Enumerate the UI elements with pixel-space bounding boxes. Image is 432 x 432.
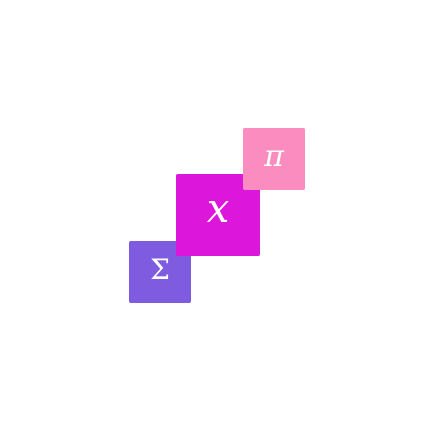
pi-tile: π: [243, 128, 305, 190]
pi-symbol: π: [264, 139, 284, 174]
sigma-symbol: Σ: [150, 253, 170, 286]
x-symbol: x: [206, 186, 230, 232]
